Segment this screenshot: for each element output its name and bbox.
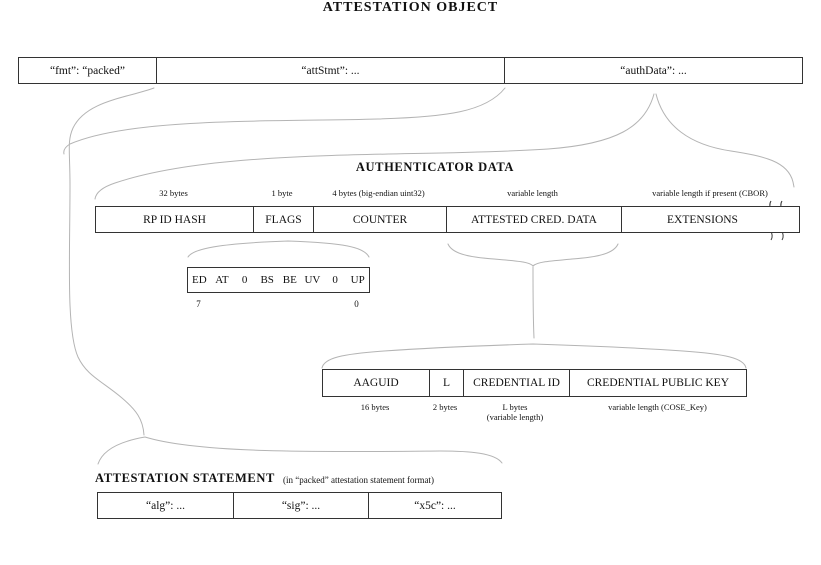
authdata-brace-right-curve — [655, 93, 795, 188]
aaguid-brace-curve — [321, 343, 747, 369]
size-label-credential-id-line1: L bytes — [502, 402, 528, 412]
fmt-field: “fmt”: “packed” — [49, 64, 126, 77]
size-label-extensions: variable length if present (CBOR) — [652, 188, 768, 198]
flags-bit-box: ED AT 0 BS BE UV 0 UP — [187, 267, 370, 293]
flag-bit-up: UP — [350, 274, 365, 286]
alg-field: “alg”: ... — [146, 499, 185, 512]
attestation-statement-note: (in “packed” attestation statement forma… — [283, 475, 434, 485]
authenticator-data-heading: AUTHENTICATOR DATA — [355, 160, 515, 174]
size-label-rpidhash: 32 bytes — [159, 188, 188, 198]
credential-public-key-field: CREDENTIAL PUBLIC KEY — [569, 370, 746, 396]
flag-bit-at: AT — [215, 274, 229, 286]
aaguid-field: AAGUID — [353, 377, 399, 389]
x5c-field: “x5c”: ... — [368, 493, 501, 518]
flag-bit-be: BE — [282, 274, 297, 286]
length-field: L — [429, 370, 463, 396]
flags-field: FLAGS — [253, 207, 313, 232]
attested-cred-data-field: ATTESTED CRED. DATA — [446, 207, 621, 232]
attested-credential-data-row: AAGUID L CREDENTIAL ID CREDENTIAL PUBLIC… — [322, 369, 747, 397]
attstmt-field: “attStmt”: ... — [156, 58, 504, 83]
extensions-field: EXTENSIONS — [621, 207, 799, 232]
flags-brace-curve — [187, 240, 370, 258]
flag-bit-rfu: 0 — [241, 274, 248, 286]
size-label-credential-id: L bytes (variable length) — [462, 402, 568, 423]
attestation-statement-row: “alg”: ... “sig”: ... “x5c”: ... — [97, 492, 502, 519]
size-label-l: 2 bytes — [432, 402, 458, 412]
size-label-credential-public-key: variable length (COSE_Key) — [608, 402, 707, 412]
authdata-brace-upper-curve — [63, 87, 506, 155]
authdata-field: “authData”: ... — [504, 58, 802, 83]
counter-field: COUNTER — [313, 207, 446, 232]
flag-bit-uv: UV — [304, 274, 321, 286]
size-label-flags: 1 byte — [271, 188, 293, 198]
rp-id-hash-field: RP ID HASH — [143, 213, 206, 226]
flag-bit-bs: BS — [260, 274, 274, 286]
authdata-brace-lower-curve — [94, 93, 655, 200]
attstmt-brace-curve — [97, 436, 503, 465]
sig-field: “sig”: ... — [233, 493, 368, 518]
attested-cred-connector-line — [532, 266, 535, 339]
size-label-attested-cred: variable length — [507, 188, 558, 198]
attested-cred-brace-curve — [447, 243, 619, 267]
size-label-credential-id-line2: (variable length) — [486, 411, 544, 422]
flag-bit-ed: ED — [191, 274, 207, 286]
diagram-title: ATTESTATION OBJECT — [322, 0, 499, 15]
attestation-statement-heading: ATTESTATION STATEMENT — [95, 471, 275, 485]
size-label-counter: 4 bytes (big-endian uint32) — [332, 188, 425, 198]
attstmt-swoop-curve — [68, 87, 155, 436]
flags-lsb-index: 0 — [354, 299, 359, 309]
flag-bit-rfu2: 0 — [332, 274, 338, 286]
authenticator-data-row: RP ID HASH FLAGS COUNTER ATTESTED CRED. … — [95, 206, 800, 233]
attestation-object-row: “fmt”: “packed” “attStmt”: ... “authData… — [18, 57, 803, 84]
flags-msb-index: 7 — [196, 299, 201, 309]
credential-id-field: CREDENTIAL ID — [463, 370, 569, 396]
size-label-aaguid: 16 bytes — [360, 402, 390, 412]
